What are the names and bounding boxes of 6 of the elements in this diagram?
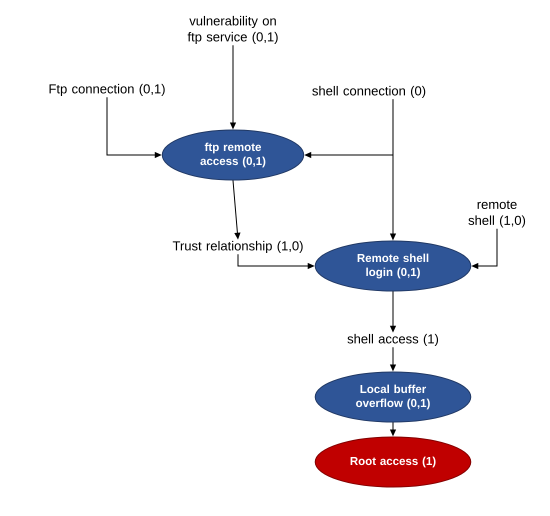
node-label: Ftp connection (0,1) <box>50 84 165 96</box>
node-label: shell connection (0) <box>312 86 426 98</box>
node-label: Trust relationship (1,0) <box>172 240 303 254</box>
node-label: shell access (1) <box>347 334 438 346</box>
node-label: vulnerability on ftp service (0,1) <box>188 16 278 44</box>
node-label: remote shell (1,0) <box>468 200 526 228</box>
